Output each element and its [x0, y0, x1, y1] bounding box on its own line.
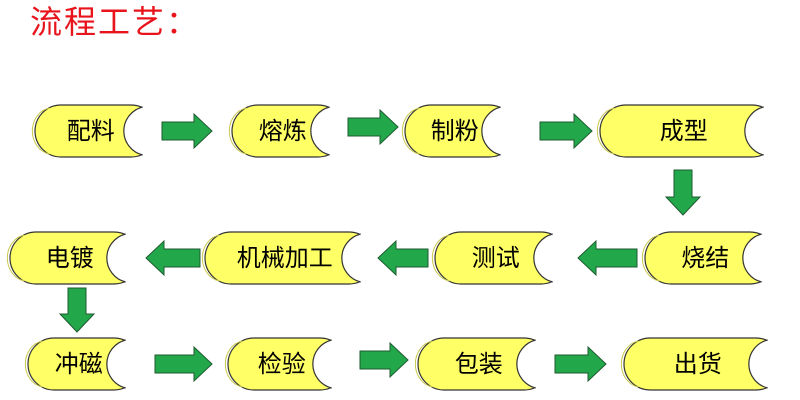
arrow-shaojie-to-ceshi [577, 239, 638, 277]
process-step-curl [533, 234, 569, 282]
process-step-left-curl [414, 340, 433, 388]
process-step-left-curl [620, 340, 639, 388]
process-step-ceshi: 测试 [431, 231, 569, 285]
process-step-left-curl [401, 107, 420, 155]
process-step-left-curl [24, 340, 43, 388]
process-step-label: 测试 [472, 244, 520, 272]
process-step-label: 成型 [660, 117, 708, 145]
process-step-curl-edge [742, 233, 762, 283]
process-step-label: 熔炼 [259, 117, 307, 145]
process-step-label: 烧结 [681, 244, 729, 272]
process-step-curl-edge [106, 339, 126, 389]
process-step-label: 机械加工 [237, 244, 333, 272]
process-step-curl-edge [312, 339, 332, 389]
arrows-layer [58, 108, 702, 383]
process-step-curl-edge [106, 233, 126, 283]
process-step-curl [106, 340, 142, 388]
diagram-title: 流程工艺： [30, 3, 201, 41]
process-step-left-curl [31, 107, 50, 155]
process-step-label: 电镀 [46, 244, 94, 272]
arrow-zhifen-to-chengxing [539, 112, 593, 150]
process-step-chongci: 冲磁 [24, 337, 142, 391]
process-step-curl [748, 340, 784, 388]
arrow-baozhuang-to-chuhuo [554, 345, 607, 383]
process-step-jianyan: 检验 [224, 337, 348, 391]
process-step-curl [106, 234, 142, 282]
process-step-curl [516, 340, 552, 388]
process-step-left-curl [224, 340, 243, 388]
process-step-curl [341, 234, 377, 282]
arrow-jixiejiagong-to-diandu [145, 239, 201, 277]
process-step-curl-edge [744, 106, 764, 156]
process-step-ronglian: 熔炼 [228, 104, 346, 158]
process-step-curl-edge [310, 106, 330, 156]
process-step-label: 检验 [258, 350, 306, 378]
arrow-jianyan-to-baozhuang [359, 341, 409, 379]
process-step-diandu: 电镀 [6, 231, 142, 285]
process-step-shaojie: 烧结 [641, 231, 778, 285]
process-step-label: 配料 [67, 117, 115, 145]
arrow-peiliao-to-ronglian [161, 112, 213, 150]
process-step-peiliao: 配料 [31, 104, 159, 158]
process-step-label: 冲磁 [55, 350, 103, 378]
process-step-label: 制粉 [431, 117, 479, 145]
process-step-zhifen: 制粉 [401, 104, 517, 158]
process-step-jixiejiagong: 机械加工 [201, 231, 377, 285]
process-step-label: 出货 [674, 350, 722, 378]
arrow-chengxing-to-shaojie [664, 169, 702, 216]
process-step-left-curl [201, 234, 220, 282]
arrow-diandu-to-chongci [58, 287, 96, 333]
process-step-curl [310, 107, 346, 155]
process-step-curl-edge [341, 233, 361, 283]
process-step-curl [744, 107, 780, 155]
process-step-label: 包装 [455, 350, 503, 378]
process-step-curl [742, 234, 778, 282]
arrow-ceshi-to-jixiejiagong [377, 239, 429, 277]
process-step-left-curl [228, 107, 247, 155]
arrow-chongci-to-jianyan [154, 345, 213, 383]
process-step-chuhuo: 出货 [620, 337, 784, 391]
process-step-left-curl [596, 107, 615, 155]
process-step-left-curl [6, 234, 25, 282]
arrow-ronglian-to-zhifen [347, 108, 399, 146]
process-step-curl [123, 107, 159, 155]
process-step-chengxing: 成型 [596, 104, 780, 158]
process-step-curl [481, 107, 517, 155]
process-step-curl-edge [533, 233, 553, 283]
process-step-curl-edge [516, 339, 536, 389]
process-step-curl [312, 340, 348, 388]
process-step-curl-edge [748, 339, 768, 389]
process-step-baozhuang: 包装 [414, 337, 552, 391]
process-step-curl-edge [123, 106, 143, 156]
process-step-left-curl [641, 234, 660, 282]
process-step-left-curl [431, 234, 450, 282]
process-step-curl-edge [481, 106, 501, 156]
